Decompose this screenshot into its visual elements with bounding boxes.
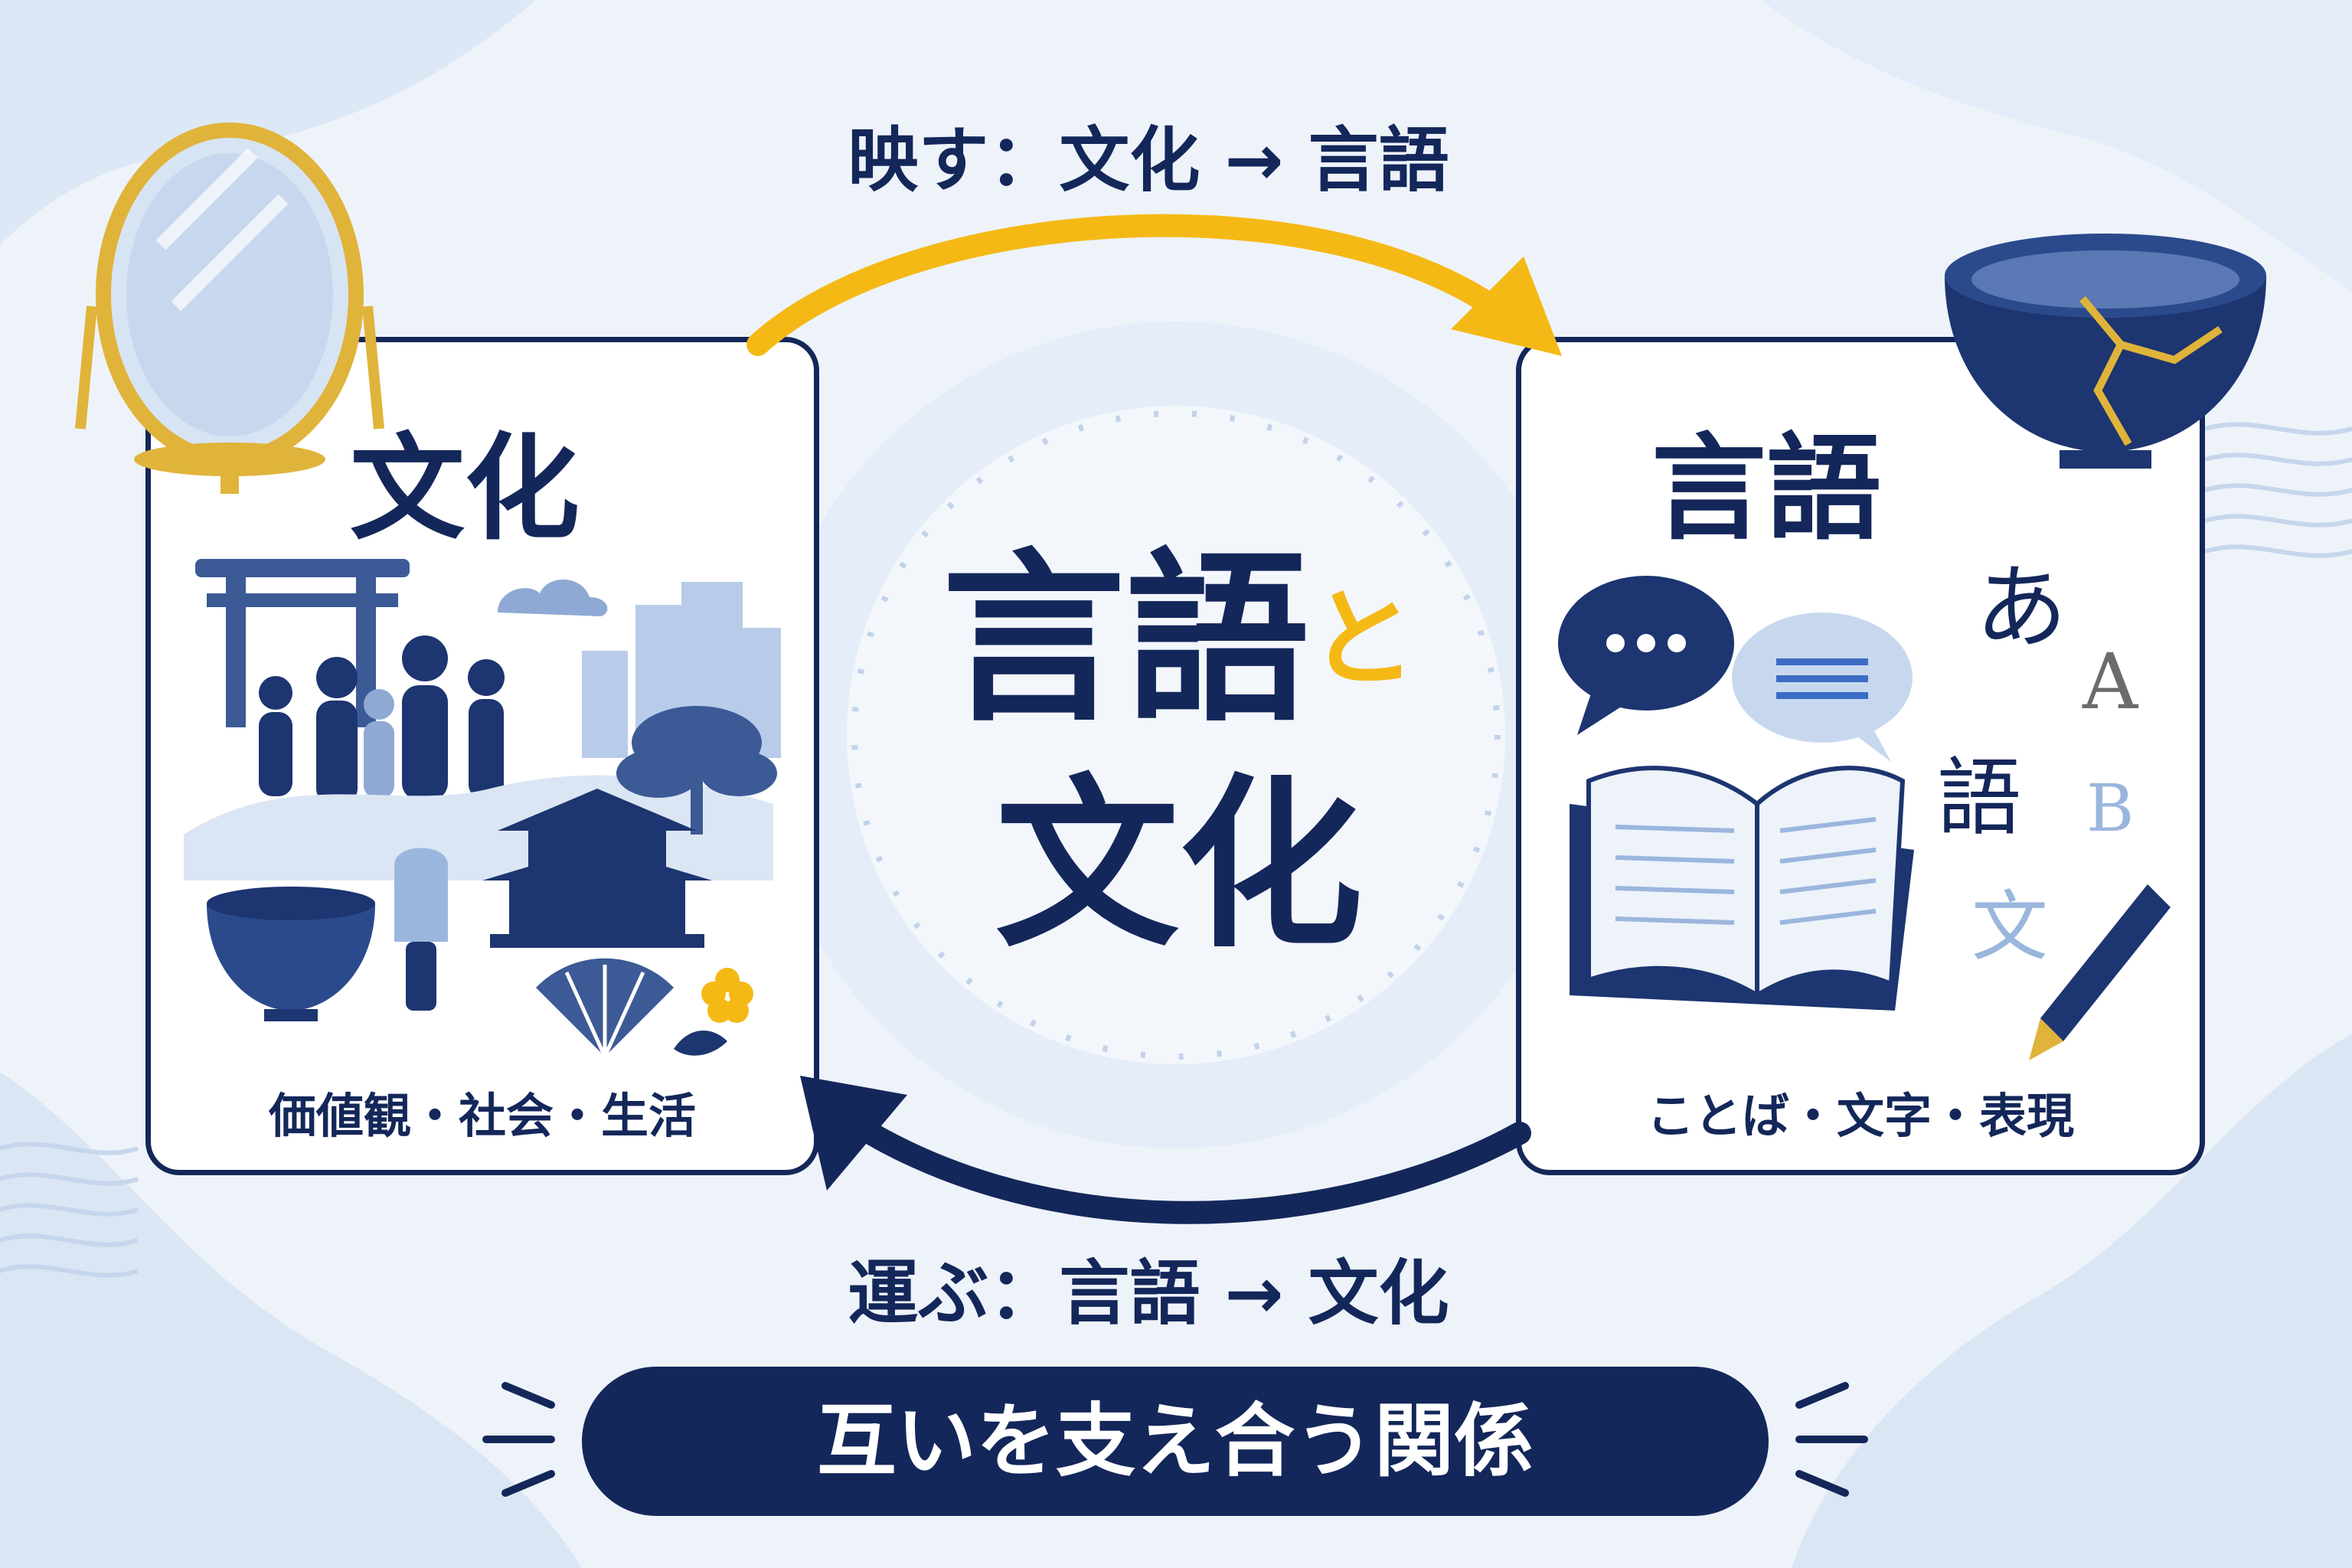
cloud-icon (498, 579, 608, 616)
folding-fan-icon (536, 958, 674, 1058)
kintsugi-bowl-icon (1945, 234, 2266, 469)
language-card-title: 言語 (1651, 423, 1881, 556)
mirror-icon (75, 122, 384, 494)
plum-flower-icon (674, 968, 753, 1056)
top-arrow-label: 映す：文化 → 言語 (848, 119, 1449, 201)
center-title-line1: 言語と (854, 540, 1504, 740)
pagoda-icon (482, 789, 712, 948)
center-title-connector: と (1309, 577, 1417, 702)
relationship-pill: 互いを支え合う関係 (582, 1367, 1769, 1516)
culture-card-title: 文化 (350, 423, 580, 556)
tea-bowl-icon (207, 887, 375, 1021)
open-book-icon (1570, 766, 1914, 1011)
people-icon (259, 635, 505, 804)
bonsai-tree-icon (616, 706, 777, 835)
language-card-subtitle: ことば・文字・表現 (1646, 1088, 2074, 1144)
center-title-language: 言語 (941, 532, 1309, 746)
glyph-go: 語 (1937, 749, 2021, 847)
bottom-arrow (800, 1076, 1531, 1224)
glyph-latin-b: B (2086, 771, 2134, 847)
emphasis-lines (482, 1382, 1868, 1497)
glyph-bun: 文 (1971, 882, 2048, 972)
speech-bubble-icon (1558, 576, 1734, 735)
top-arrow (746, 214, 1562, 356)
text-bubble-icon (1732, 612, 1913, 762)
center-title-line2: 文化 (995, 758, 1363, 972)
torii-gate-icon (195, 559, 410, 727)
language-card: 言語 ことば・文字・表現 (1516, 337, 2205, 1175)
glyph-a-hiragana: あ (1975, 555, 2067, 662)
fountain-pen-icon (2029, 884, 2171, 1060)
glyph-latin-a: A (2082, 637, 2139, 727)
tea-whisk-icon (394, 848, 448, 1011)
culture-card-subtitle: 価値観・社会・生活 (268, 1088, 696, 1144)
bottom-arrow-label: 運ぶ：言語 → 文化 (848, 1253, 1449, 1334)
